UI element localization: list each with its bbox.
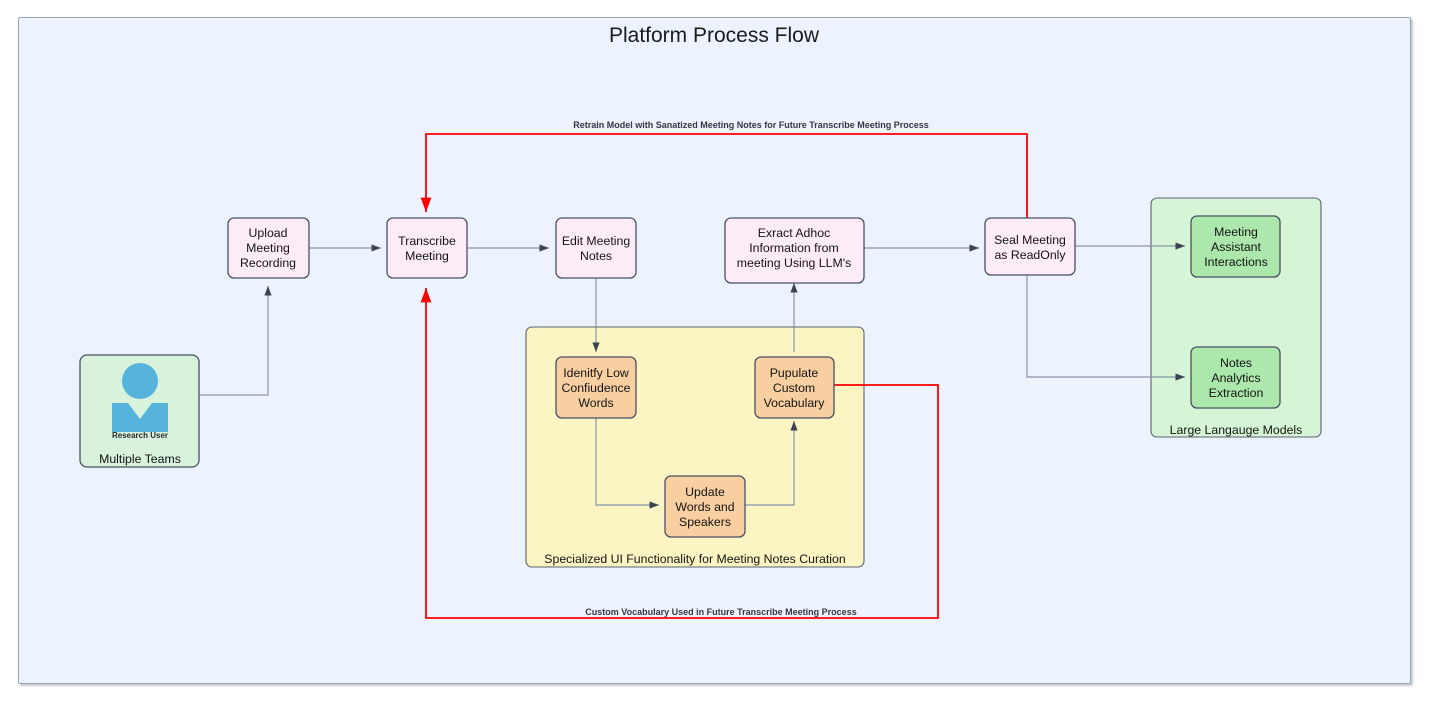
node-label-transcribe-2: Meeting: [405, 249, 449, 263]
person-icon-caption: Research User: [112, 431, 168, 440]
node-identify-low-confidence-words[interactable]: Idenitfy Low Confiudence Words: [555, 356, 637, 419]
node-label-upload-2: Meeting: [246, 241, 290, 255]
node-label-extract-1: Exract Adhoc: [758, 226, 830, 240]
edge-vocabulary-feedback: [420, 288, 939, 619]
node-label-extract-3: meeting Using LLM's: [737, 256, 851, 270]
node-label-extract-2: Information from: [749, 241, 839, 255]
node-label-analytics-1: Notes: [1220, 356, 1252, 370]
node-label-transcribe-1: Transcribe: [398, 234, 456, 248]
node-populate-custom-vocabulary[interactable]: Pupulate Custom Vocabulary: [754, 356, 835, 419]
node-label-assistant-3: Interactions: [1204, 255, 1268, 269]
node-seal-meeting-as-readonly[interactable]: Seal Meeting as ReadOnly: [984, 217, 1076, 276]
node-update-words-and-speakers[interactable]: Update Words and Speakers: [664, 475, 746, 538]
node-multiple-teams[interactable]: Research User Multiple Teams: [79, 354, 200, 468]
llm-group-label: Large Langauge Models: [1170, 423, 1303, 437]
node-label-update-3: Speakers: [679, 515, 731, 529]
node-notes-analytics-extraction[interactable]: Notes Analytics Extraction: [1190, 346, 1281, 409]
node-label-identify-2: Confiudence: [561, 381, 630, 395]
curation-group-label: Specialized UI Functionality for Meeting…: [544, 552, 846, 566]
node-label-upload-1: Upload: [249, 226, 288, 240]
node-edit-meeting-notes[interactable]: Edit Meeting Notes: [555, 217, 637, 279]
node-label-upload-3: Recording: [240, 256, 296, 270]
node-label-populate-3: Vocabulary: [764, 396, 826, 410]
edge-identify-to-update: [595, 418, 659, 509]
node-label-update-2: Words and: [675, 500, 734, 514]
node-upload-meeting-recording[interactable]: Upload Meeting Recording: [227, 217, 310, 279]
node-label-assistant-1: Meeting: [1214, 225, 1258, 239]
node-label-seal-2: as ReadOnly: [994, 248, 1066, 262]
node-meeting-assistant-interactions[interactable]: Meeting Assistant Interactions: [1190, 215, 1281, 278]
node-label-analytics-3: Extraction: [1209, 386, 1264, 400]
node-label-seal-1: Seal Meeting: [994, 233, 1066, 247]
edge-retrain-feedback: [420, 133, 1028, 218]
page-title: Platform Process Flow: [609, 24, 820, 47]
node-transcribe-meeting[interactable]: Transcribe Meeting: [386, 217, 468, 279]
node-label-identify-1: Idenitfy Low: [563, 366, 629, 380]
node-label-update-1: Update: [685, 485, 725, 499]
node-label-analytics-2: Analytics: [1211, 371, 1260, 385]
node-label-populate-2: Custom: [773, 381, 815, 395]
edge-seal-to-analytics: [1026, 275, 1185, 381]
person-icon: [112, 363, 168, 432]
edge-actor-to-upload: [199, 286, 272, 396]
node-label-identify-3: Words: [578, 396, 613, 410]
edge-label-retrain: Retrain Model with Sanatized Meeting Not…: [573, 120, 929, 130]
edge-label-vocabulary: Custom Vocabulary Used in Future Transcr…: [585, 607, 856, 617]
node-label-multiple-teams: Multiple Teams: [99, 452, 181, 466]
node-label-populate-1: Pupulate: [770, 366, 819, 380]
node-label-assistant-2: Assistant: [1211, 240, 1261, 254]
node-extract-adhoc-information[interactable]: Exract Adhoc Information from meeting Us…: [724, 217, 865, 284]
node-label-edit-1: Edit Meeting: [562, 234, 631, 248]
node-label-edit-2: Notes: [580, 249, 612, 263]
edge-update-to-populate: [745, 421, 798, 506]
